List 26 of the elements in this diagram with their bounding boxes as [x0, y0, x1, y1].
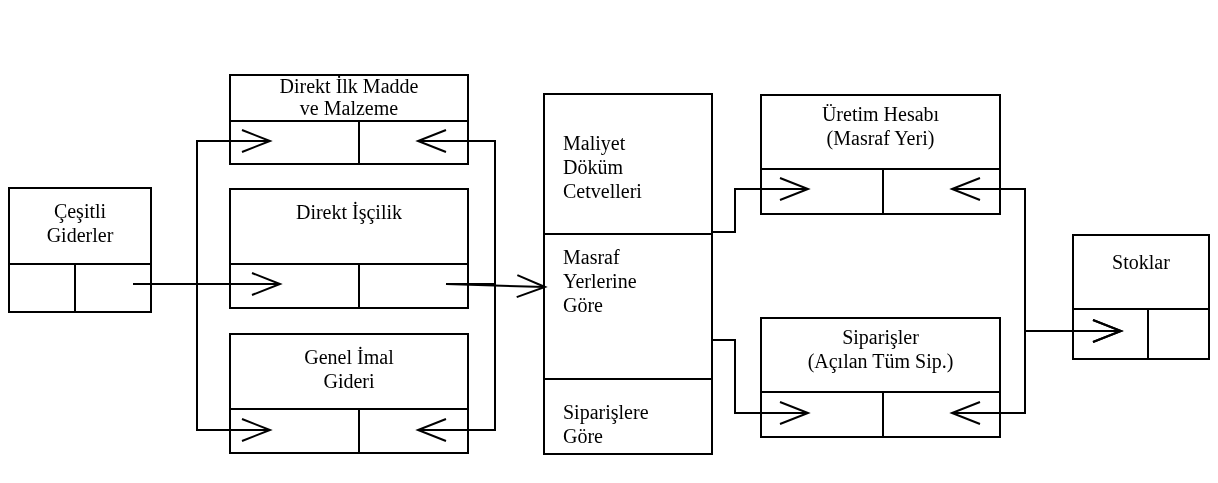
arrow: [951, 319, 1122, 425]
account-title: Genel İmal Gideri: [303, 345, 395, 393]
account-title: (Masraf Yeri): [825, 126, 936, 150]
section-label: Siparişlere Göre: [563, 400, 650, 448]
account-title: (Açılan Tüm Sip.): [806, 349, 955, 373]
section-label: Masraf Yerlerine Göre: [563, 245, 638, 317]
account-title: Çeşitli Giderler: [45, 199, 115, 247]
ledger-account-box: [229, 188, 469, 309]
account-title: Direkt İşçilik: [294, 200, 404, 224]
arrow: [132, 283, 271, 442]
ledger-account-box: [8, 187, 152, 313]
ledger-account-box: [760, 317, 1001, 438]
arrow: [711, 177, 809, 233]
arrow: [417, 129, 496, 285]
account-title: Stoklar: [1111, 250, 1171, 274]
arrow: [417, 283, 496, 442]
account-title: Direkt İlk Madde ve Malzeme: [278, 75, 420, 119]
ledger-account-box: [1072, 234, 1210, 360]
ledger-account-box: [229, 333, 469, 454]
section-label: Maliyet Döküm Cetvelleri: [563, 131, 643, 203]
arrow: [711, 339, 809, 425]
table-box: [543, 93, 713, 455]
ledger-account-box: [760, 94, 1001, 215]
account-title: Üretim Hesabı: [820, 102, 941, 126]
ledger-account-box: [229, 74, 469, 165]
account-title: Siparişler: [841, 325, 920, 349]
